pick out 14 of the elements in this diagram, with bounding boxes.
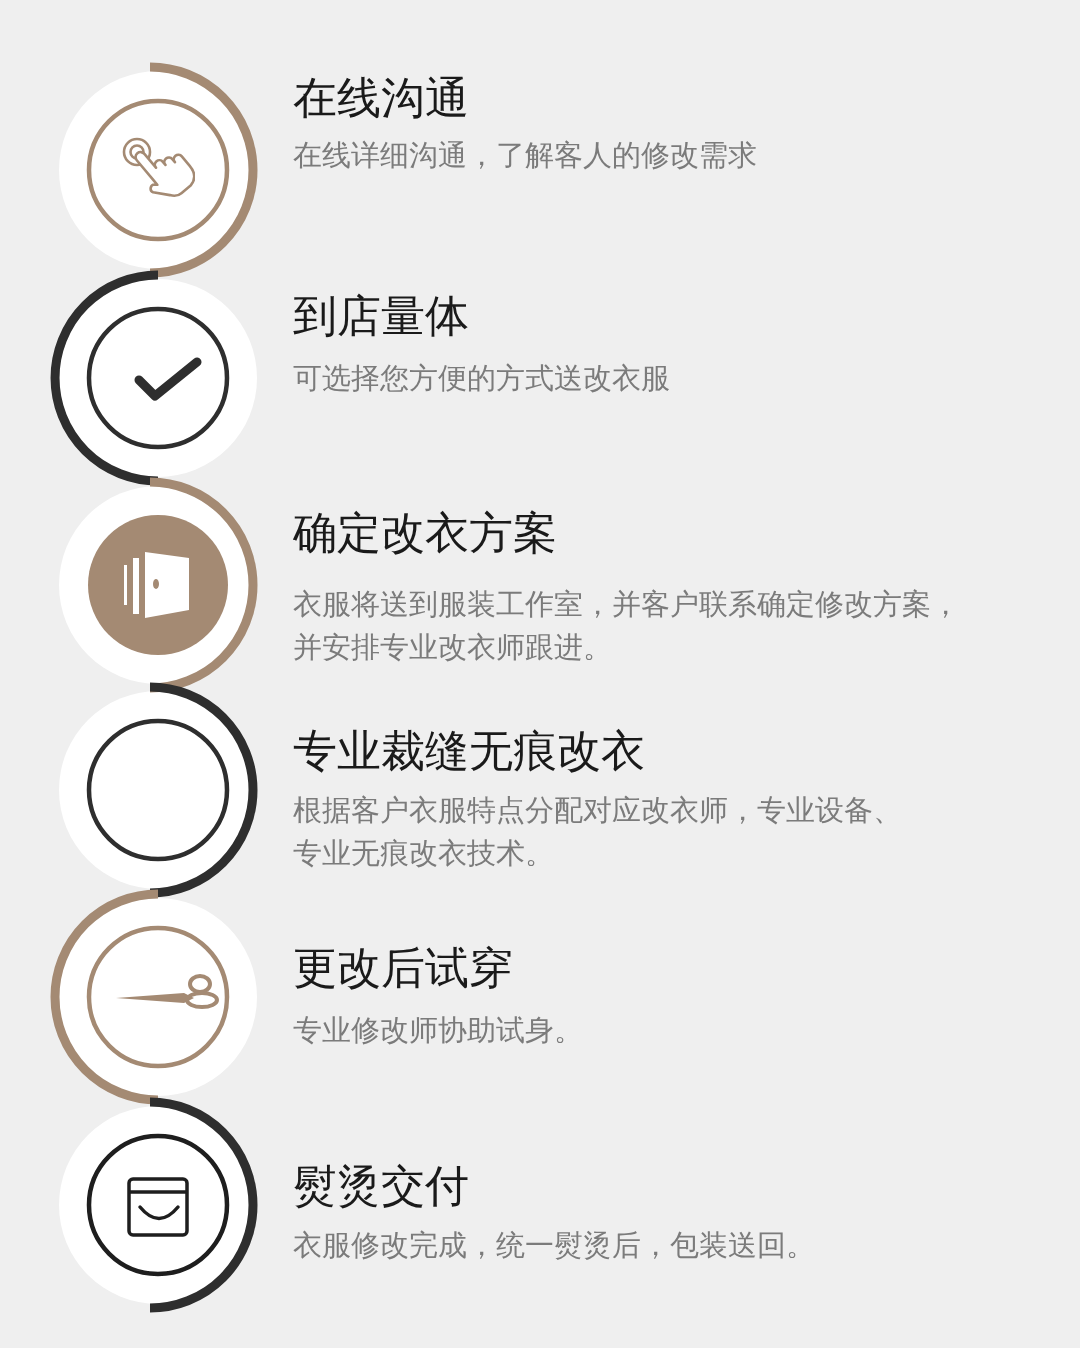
step-description: 在线详细沟通，了解客人的修改需求 [293,136,758,174]
step-title: 到店量体 [293,288,469,342]
step-title: 确定改衣方案 [293,505,557,559]
step-circle [59,898,257,1096]
step-title: 在线沟通 [293,70,469,124]
step-title: 熨烫交付 [293,1158,469,1212]
step-title: 专业裁缝无痕改衣 [293,723,645,777]
step-description: 衣服将送到服装工作室，并客户联系确定修改方案，并安排专业改衣师跟进。 [293,585,961,666]
step-description: 可选择您方便的方式送改衣服 [293,359,671,397]
step-description: 根据客户衣服特点分配对应改衣师，专业设备、专业无痕改衣技术。 [293,791,903,872]
step-description: 衣服修改完成，统一熨烫后，包装送回。 [293,1226,816,1264]
step-description: 专业修改师协助试身。 [293,1011,584,1049]
step-title: 更改后试穿 [293,940,513,994]
step-circle [59,279,257,477]
